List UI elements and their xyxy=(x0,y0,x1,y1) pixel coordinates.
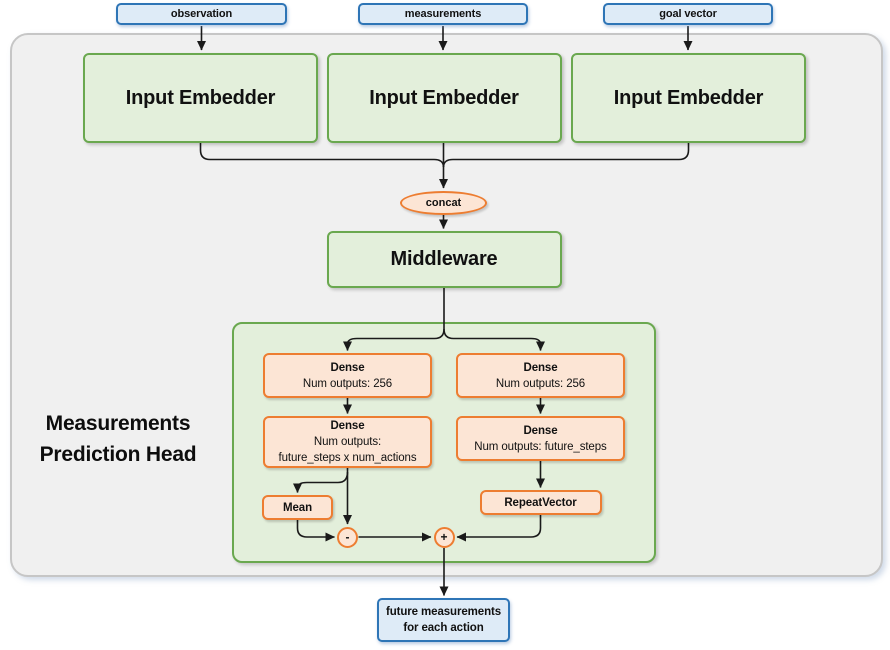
prediction-head-title-line2: Prediction Head xyxy=(39,443,197,466)
prediction-head-title-line1: Measurements xyxy=(45,412,191,435)
input-node-goal-vector: goal vector xyxy=(603,3,773,25)
dense-right-2-node: Dense Num outputs: future_steps xyxy=(456,416,625,461)
dense-subtitle: Num outputs: xyxy=(313,436,382,448)
embedder-label: Input Embedder xyxy=(125,86,276,109)
dense-title: Dense xyxy=(330,361,365,374)
input-node-measurements: measurements xyxy=(358,3,528,25)
embedder-node-1: Input Embedder xyxy=(83,53,318,143)
plus-sign: + xyxy=(440,530,448,544)
middleware-node: Middleware xyxy=(326,231,562,288)
dense-title: Dense xyxy=(523,424,558,437)
repeat-vector-node: RepeatVector xyxy=(479,490,602,515)
middleware-label: Middleware xyxy=(390,248,498,270)
subtract-op-node: - xyxy=(337,526,358,548)
repeat-vector-label: RepeatVector xyxy=(504,496,577,509)
input-node-observation: observation xyxy=(116,3,287,25)
concat-node: concat xyxy=(400,191,487,215)
prediction-head-title: Measurements Prediction Head xyxy=(22,408,214,470)
input-node-label: goal vector xyxy=(659,8,717,20)
embedder-node-3: Input Embedder xyxy=(571,53,806,143)
embedder-node-2: Input Embedder xyxy=(326,53,562,143)
dense-subtitle: Num outputs: future_steps xyxy=(474,440,607,453)
dense-right-1-node: Dense Num outputs: 256 xyxy=(456,353,625,398)
mean-node: Mean xyxy=(262,495,333,520)
add-op-node: + xyxy=(433,526,455,548)
dense-subtitle2: future_steps x num_actions xyxy=(278,452,417,464)
embedder-label: Input Embedder xyxy=(369,86,519,109)
output-node: future measurements for each action xyxy=(377,598,510,642)
minus-sign: - xyxy=(345,530,350,544)
dense-subtitle: Num outputs: 256 xyxy=(495,377,586,390)
output-label-line2: for each action xyxy=(403,622,484,634)
concat-label: concat xyxy=(425,197,462,209)
input-node-label: measurements xyxy=(404,8,482,20)
input-node-label: observation xyxy=(170,8,233,20)
mean-label: Mean xyxy=(283,501,312,514)
dense-left-2-node: Dense Num outputs: future_steps x num_ac… xyxy=(263,416,432,468)
dense-subtitle: Num outputs: 256 xyxy=(302,377,393,390)
dense-title: Dense xyxy=(523,361,558,374)
dense-title: Dense xyxy=(330,420,365,432)
dense-left-1-node: Dense Num outputs: 256 xyxy=(263,353,432,398)
embedder-label: Input Embedder xyxy=(613,86,764,109)
output-label-line1: future measurements xyxy=(385,606,502,618)
